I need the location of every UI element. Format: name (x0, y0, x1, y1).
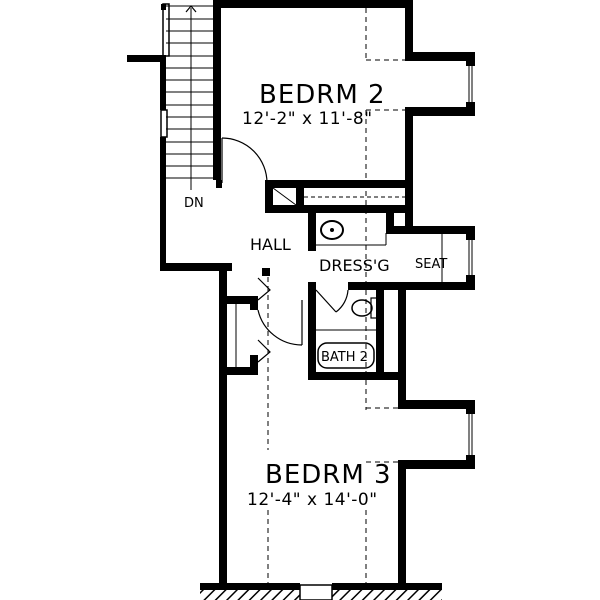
bottom-wall (200, 583, 442, 600)
bedroom3-dimensions: 12'-4" x 14'-0" (247, 490, 378, 510)
doors (221, 137, 349, 363)
bedroom2-name: BEDRM 2 (259, 80, 386, 110)
stair-arrow-icon (185, 5, 197, 13)
dressing-label: DRESS'G (319, 256, 390, 275)
toilet-icon (351, 299, 373, 317)
bedroom3-name: BEDRM 3 (265, 460, 392, 490)
seat-label: SEAT (415, 257, 447, 272)
thin-lines (235, 8, 443, 583)
bathtub-icon (317, 342, 375, 369)
bath2-label: BATH 2 (321, 350, 368, 365)
stairs-label: DN (184, 196, 204, 211)
bedroom2-dimensions: 12'-2" x 11'-8" (242, 109, 373, 129)
fixtures (317, 220, 380, 369)
staircase: DN (127, 3, 214, 217)
walls (160, 0, 475, 585)
windows (468, 66, 473, 455)
hall-label: HALL (250, 235, 291, 254)
sink-icon (320, 220, 344, 240)
